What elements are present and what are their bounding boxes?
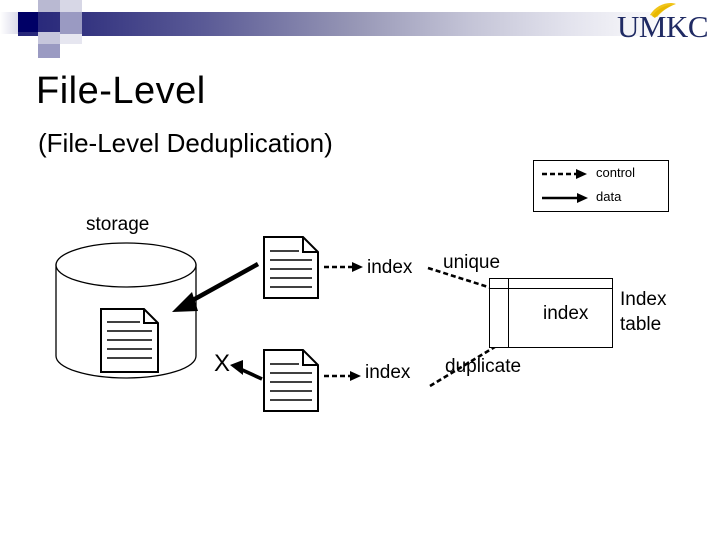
decor-square-g xyxy=(38,44,60,58)
dashed-arrow-icon xyxy=(542,169,587,179)
index-table-box xyxy=(489,278,613,348)
index-table-caption-line1: Index xyxy=(620,289,667,310)
page-subtitle: (File-Level Deduplication) xyxy=(38,128,333,158)
umkc-wordmark: UMKC xyxy=(616,9,709,44)
legend-item-data: data xyxy=(534,185,668,210)
umkc-logo: UMKC xyxy=(590,2,709,46)
decor-square-e xyxy=(38,32,60,44)
page-title: File-Level xyxy=(36,70,206,112)
decor-square-a xyxy=(18,12,38,32)
index-label-top: index xyxy=(367,257,413,278)
solid-arrow-icon xyxy=(542,193,588,203)
unique-label: unique xyxy=(443,252,501,273)
legend-label-data: data xyxy=(596,189,622,204)
stored-document-icon xyxy=(100,308,159,373)
index-table-caption: Index table xyxy=(620,287,666,337)
header-band xyxy=(0,0,720,60)
data-arrow-to-discard xyxy=(230,360,263,381)
discard-x-mark: X xyxy=(214,350,231,377)
decor-square-i xyxy=(60,34,82,44)
index-table-header-rule xyxy=(490,288,612,289)
decor-square-c xyxy=(38,0,60,12)
index-table-cell-label: index xyxy=(543,303,589,324)
control-arrow-top-index xyxy=(324,262,363,272)
duplicate-document-icon xyxy=(263,349,319,412)
legend-label-control: control xyxy=(596,165,636,180)
decor-square-f xyxy=(18,36,38,52)
decor-square-b xyxy=(0,12,18,34)
decor-square-d xyxy=(60,0,82,12)
gradient-bar xyxy=(18,12,678,36)
unique-document-icon xyxy=(263,236,319,299)
legend-box: control data xyxy=(533,160,669,212)
decor-square-h xyxy=(60,12,82,34)
storage-label: storage xyxy=(86,214,150,235)
legend-item-control: control xyxy=(534,161,668,186)
index-table-column-rule xyxy=(508,279,509,347)
control-arrow-bottom-index xyxy=(324,371,361,381)
storage-cylinder-icon xyxy=(55,242,197,379)
index-table-caption-line2: table xyxy=(620,314,662,335)
data-arrow-to-storage xyxy=(172,262,260,312)
umkc-flame-icon xyxy=(650,3,676,18)
decor-square-j xyxy=(82,0,100,12)
duplicate-label: duplicate xyxy=(445,356,522,377)
index-label-bottom: index xyxy=(365,362,411,383)
